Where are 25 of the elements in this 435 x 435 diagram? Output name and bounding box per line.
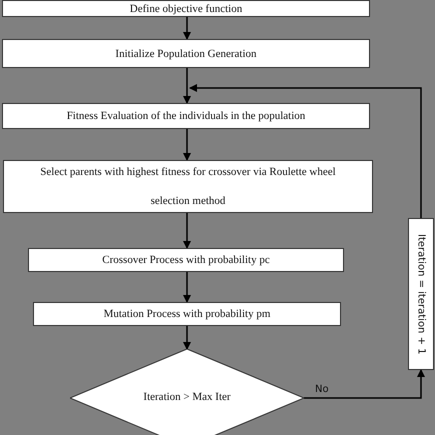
arrow (304, 369, 425, 399)
arrow (183, 213, 191, 249)
arrow (183, 129, 191, 161)
arrow (183, 17, 191, 40)
box-text: Mutation Process with probability pm (104, 308, 270, 320)
process-box (408, 218, 434, 370)
decision-diamond (70, 349, 304, 435)
arrow (189, 84, 422, 218)
process-box (3, 160, 373, 213)
process-box (28, 248, 344, 272)
arrow (183, 326, 191, 350)
process-box (33, 302, 341, 326)
edge-label: No (314, 384, 330, 395)
box-text: Crossover Process with probability pc (102, 254, 270, 266)
process-box (2, 103, 370, 129)
box-text: Iteration > Max Iter (143, 391, 231, 403)
box-text: Initialize Population Generation (115, 48, 257, 60)
box-text: Define objective function (130, 2, 242, 14)
box-text: Select parents with highest fitness for crossover via Roulette wheel selection method (39, 164, 337, 208)
process-box (2, 39, 370, 68)
arrow (183, 272, 191, 303)
process-box (2, 0, 370, 17)
arrow (183, 68, 191, 104)
box-text: Fitness Evaluation of the individuals in the population (66, 110, 306, 122)
box-text: Iteration = iteration + 1 (416, 234, 426, 354)
